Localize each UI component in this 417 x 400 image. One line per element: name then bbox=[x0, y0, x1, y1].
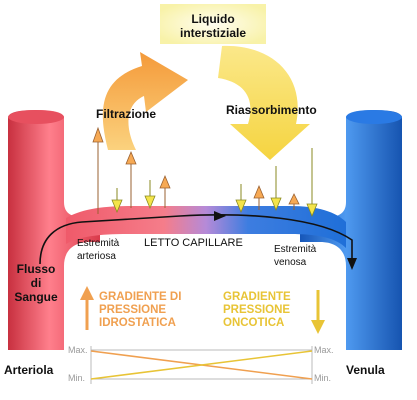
blood-flow-line-1: Flusso bbox=[16, 262, 56, 276]
blood-flow-line-2: di bbox=[30, 276, 42, 290]
interstitial-label-line-1: Liquido bbox=[191, 12, 235, 26]
pressure-graph bbox=[90, 346, 313, 384]
blood-flow-label: Flusso di Sangue bbox=[14, 262, 57, 304]
reabsorption-curved-arrow bbox=[218, 45, 310, 160]
interstitial-fluid-box bbox=[160, 4, 266, 44]
arteriole-vessel bbox=[8, 110, 100, 350]
capillary-tube bbox=[66, 206, 346, 248]
oncotic-line-2: PRESSIONE bbox=[223, 304, 291, 316]
venule-label: Venula bbox=[346, 363, 385, 377]
hydrostatic-line-3: IDROSTATICA bbox=[99, 317, 176, 329]
oncotic-line-3: ONCOTICA bbox=[223, 317, 285, 329]
oncotic-line-1: GRADIENTE bbox=[223, 291, 291, 303]
graph-max-left: Max. bbox=[68, 345, 88, 355]
blood-flow-arrowhead bbox=[347, 258, 357, 270]
graph-min-right: Min. bbox=[314, 373, 332, 383]
filtration-arrows bbox=[92, 126, 171, 214]
venule-opening bbox=[346, 110, 402, 124]
hydrostatic-gradient-label: GRADIENTE DI PRESSIONE IDROSTATICA bbox=[99, 291, 181, 330]
graph-min-left: Min. bbox=[68, 373, 86, 383]
blood-flow-arrow-line bbox=[39, 214, 353, 265]
venule-vessel bbox=[300, 110, 402, 350]
reabsorption-label: Riassorbimento bbox=[226, 103, 317, 117]
hydrostatic-line-2: PRESSIONE bbox=[99, 304, 167, 316]
arterial-end-label: Estremità arteriosa bbox=[77, 237, 119, 263]
capillary-bed-label: LETTO CAPILLARE bbox=[144, 237, 243, 249]
venous-end-line-1: Estremità bbox=[274, 244, 317, 255]
arteriole-opening bbox=[8, 110, 64, 124]
venous-end-label: Estremità venosa bbox=[274, 243, 316, 269]
oncotic-gradient-label: GRADIENTE PRESSIONE ONCOTICA bbox=[223, 291, 291, 330]
interstitial-fluid-label: Liquido interstiziale bbox=[180, 12, 246, 40]
filtration-curved-arrow bbox=[102, 52, 188, 150]
hydrostatic-line-1: GRADIENTE DI bbox=[99, 291, 182, 303]
capillary-flow-arrowhead bbox=[214, 211, 226, 221]
graph-max-right: Max. bbox=[314, 345, 334, 355]
arteriole-label: Arteriola bbox=[4, 363, 54, 377]
arterial-end-line-2: arteriosa bbox=[77, 251, 116, 262]
reabsorption-arrows bbox=[235, 148, 318, 218]
filtration-label: Filtrazione bbox=[96, 107, 157, 121]
interstitial-label-line-2: interstiziale bbox=[179, 26, 247, 40]
venous-end-line-2: venosa bbox=[274, 257, 307, 268]
arterial-end-line-1: Estremità bbox=[77, 238, 120, 249]
oncotic-pressure-line bbox=[90, 350, 313, 380]
blood-flow-line-3: Sangue bbox=[14, 290, 58, 304]
